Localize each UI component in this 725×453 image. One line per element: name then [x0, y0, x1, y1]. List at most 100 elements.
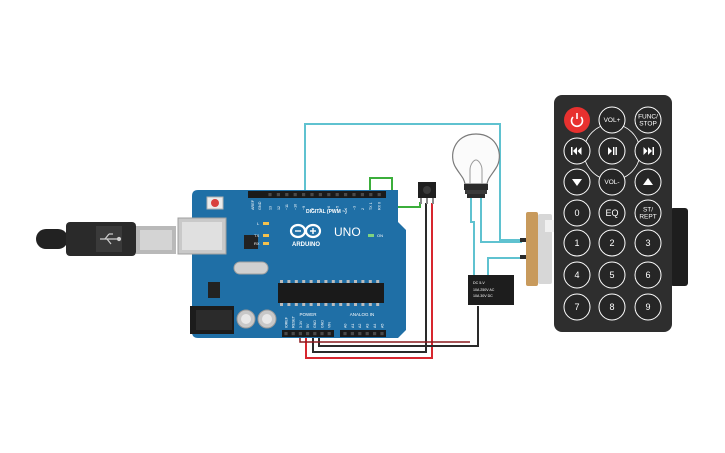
pin-label: RESET	[292, 315, 296, 328]
header-pin[interactable]	[380, 332, 384, 336]
pin-label: ~5	[336, 206, 340, 210]
relay-module[interactable]: DC 5-V 10A 250V AC 10A 30V DC	[468, 275, 514, 305]
vol-down-label: VOL-	[604, 179, 619, 186]
pin-label: A3	[366, 324, 370, 328]
header-pin[interactable]	[377, 193, 381, 197]
num-2-button[interactable]: 2	[598, 229, 626, 257]
pin-label: 3.3V	[299, 320, 303, 328]
header-pin[interactable]	[358, 332, 362, 336]
pin-label: 5V	[306, 323, 310, 328]
pin-label: A1	[351, 324, 355, 328]
eq-label: EQ	[605, 208, 618, 218]
wire-red-5v[interactable]	[305, 203, 433, 359]
num-4-button[interactable]: 4	[563, 261, 591, 289]
down-button[interactable]	[563, 168, 591, 196]
vol-down-button[interactable]: VOL-	[598, 168, 626, 196]
st-rept-button[interactable]: ST/REPT	[634, 199, 662, 227]
st-rept-label: REPT	[639, 214, 656, 221]
digital-holes	[268, 193, 381, 197]
num-5-button[interactable]: 5	[598, 261, 626, 289]
pin-label: RX 0	[378, 202, 382, 210]
header-pin[interactable]	[365, 332, 369, 336]
light-bulb-icon[interactable]	[452, 133, 500, 198]
num-6-button[interactable]: 6	[634, 261, 662, 289]
header-pin[interactable]	[369, 193, 373, 197]
pin-label: A4	[373, 324, 377, 328]
num-0-button[interactable]: 0	[563, 199, 591, 227]
analog-header[interactable]	[340, 330, 386, 337]
header-pin[interactable]	[298, 332, 302, 336]
num-3-label: 3	[645, 238, 650, 248]
arduino-logo-icon	[289, 223, 322, 239]
header-pin[interactable]	[373, 332, 377, 336]
num-6-label: 6	[645, 270, 650, 280]
header-pin[interactable]	[268, 193, 272, 197]
prev-button[interactable]	[563, 137, 591, 165]
header-pin[interactable]	[352, 193, 356, 197]
power-label: POWER	[299, 312, 317, 317]
pin-label: 4	[344, 208, 348, 210]
header-pin[interactable]	[313, 332, 317, 336]
wire-cyan-bulb-relay[interactable]	[470, 196, 475, 277]
header-pin[interactable]	[318, 193, 322, 197]
header-pin[interactable]	[306, 332, 310, 336]
power-holes	[284, 332, 331, 336]
l-led-label: L	[257, 221, 260, 226]
power-button[interactable]	[564, 107, 590, 133]
st-rept-label: ST/	[643, 207, 653, 214]
wire-cyan-signal[interactable]	[304, 123, 530, 241]
header-pin[interactable]	[276, 193, 280, 197]
l-led	[263, 222, 269, 225]
num-1-button[interactable]: 1	[563, 229, 591, 257]
header-pin[interactable]	[327, 193, 331, 197]
header-pin[interactable]	[344, 193, 348, 197]
power-plug[interactable]	[520, 212, 555, 286]
header-pin[interactable]	[350, 332, 354, 336]
vol-up-label: VOL+	[604, 117, 621, 124]
play-pause-button[interactable]	[598, 137, 626, 165]
header-pin[interactable]	[327, 332, 331, 336]
header-pin[interactable]	[302, 193, 306, 197]
header-pin[interactable]	[320, 332, 324, 336]
wire-cyan-bulb[interactable]	[480, 196, 522, 243]
header-pin[interactable]	[291, 332, 295, 336]
num-0-label: 0	[574, 208, 579, 218]
on-led	[368, 234, 374, 237]
header-pin[interactable]	[343, 332, 347, 336]
eq-button[interactable]: EQ	[598, 199, 626, 227]
pin-label: 2	[361, 208, 365, 210]
vol-up-button[interactable]: VOL+	[598, 106, 626, 134]
wire-black-gnd-ir[interactable]	[312, 203, 427, 353]
header-pin[interactable]	[360, 193, 364, 197]
up-icon	[643, 178, 653, 185]
up-button[interactable]	[634, 168, 662, 196]
num-4-label: 4	[574, 270, 579, 280]
num-3-button[interactable]: 3	[634, 229, 662, 257]
usb-cable[interactable]	[36, 222, 176, 256]
regulator	[208, 282, 220, 298]
ir-receiver[interactable]	[418, 182, 436, 204]
rx-led	[263, 242, 269, 245]
header-pin[interactable]	[285, 193, 289, 197]
digital-header[interactable]	[248, 191, 386, 198]
header-pin[interactable]	[284, 332, 288, 336]
header-pin[interactable]	[293, 193, 297, 197]
header-pin[interactable]	[335, 193, 339, 197]
next-button[interactable]	[634, 137, 662, 165]
header-pin[interactable]	[310, 193, 314, 197]
num-8-button[interactable]: 8	[598, 293, 626, 321]
pin-label: GND	[320, 320, 324, 328]
pin-label: TX 1	[369, 202, 373, 210]
num-9-button[interactable]: 9	[634, 293, 662, 321]
wire-cyan-relay[interactable]	[487, 257, 530, 275]
aref-label: AREF	[251, 199, 255, 210]
wires	[299, 123, 530, 359]
pin-label: ~10	[294, 204, 298, 210]
tx-led	[263, 234, 269, 237]
num-7-button[interactable]: 7	[563, 293, 591, 321]
func-stop-button[interactable]: FUNC/STOP	[634, 106, 662, 134]
num-1-label: 1	[574, 238, 579, 248]
